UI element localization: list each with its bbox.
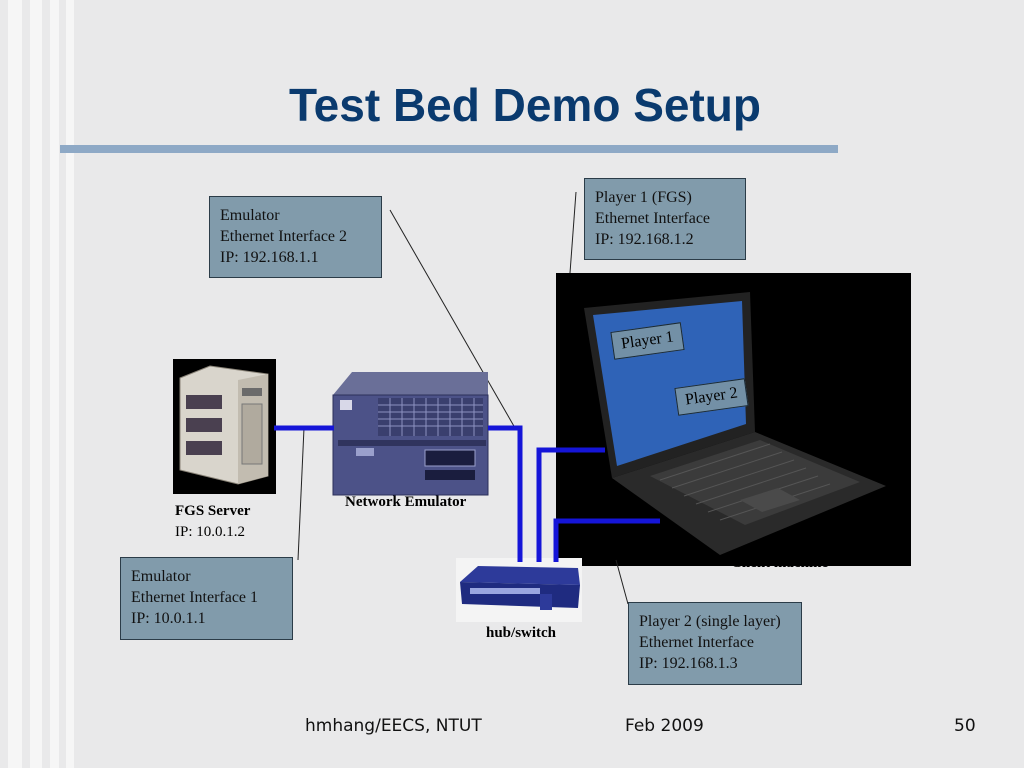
hub-switch-icon <box>456 558 582 622</box>
title-underline <box>60 145 838 153</box>
background-stripe <box>8 0 22 768</box>
slide-title: Test Bed Demo Setup <box>289 79 761 131</box>
cable-emulator-hub <box>488 425 523 562</box>
callout-line: Emulator <box>131 568 191 585</box>
callout-player2: Player 2 (single layer) Ethernet Interfa… <box>628 602 802 685</box>
network-emulator-icon <box>332 372 489 496</box>
callout-line: IP: 10.0.1.1 <box>131 610 206 627</box>
leader-line-player2 <box>615 559 629 605</box>
callout-emulator-interface-1: Emulator Ethernet Interface 1 IP: 10.0.1… <box>120 557 293 640</box>
fgs-server-label: FGS Server <box>175 503 251 519</box>
callout-emulator-interface-2: Emulator Ethernet Interface 2 IP: 192.16… <box>209 196 382 278</box>
callout-player1: Player 1 (FGS) Ethernet Interface IP: 19… <box>584 178 746 260</box>
cable-hub-player2 <box>553 518 660 562</box>
background-stripe <box>66 0 74 768</box>
callout-line: Player 1 (FGS) <box>595 189 692 206</box>
cable-hub-player1 <box>536 447 605 562</box>
network-emulator-label: Network Emulator <box>345 494 467 510</box>
background-stripe <box>30 0 42 768</box>
network-cables <box>274 425 660 562</box>
callout-line: Ethernet Interface <box>595 210 711 227</box>
callout-line: Ethernet Interface 1 <box>131 589 259 606</box>
background-stripe <box>50 0 59 768</box>
client-machine-label: Client machine <box>731 559 829 570</box>
fgs-server-icon <box>173 359 276 494</box>
leader-line-emulator-if1 <box>297 427 305 561</box>
footer-author: hmhang/EECS, NTUT <box>305 716 482 736</box>
fgs-server-ip: IP: 10.0.1.2 <box>175 524 246 540</box>
callout-line: IP: 192.168.1.3 <box>639 655 738 672</box>
footer-page-number: 50 <box>954 716 976 736</box>
leader-line-player1 <box>569 191 577 274</box>
leader-line-emulator-if2 <box>389 209 516 429</box>
callout-line: Ethernet Interface 2 <box>220 228 348 245</box>
footer-date: Feb 2009 <box>625 716 704 736</box>
callout-line: IP: 192.168.1.1 <box>220 249 319 266</box>
callout-line: Emulator <box>220 207 280 224</box>
callout-line: IP: 192.168.1.2 <box>595 231 694 248</box>
hub-switch-label: hub/switch <box>486 625 557 641</box>
callout-line: Player 2 (single layer) <box>639 613 781 630</box>
callout-line: Ethernet Interface <box>639 634 755 651</box>
